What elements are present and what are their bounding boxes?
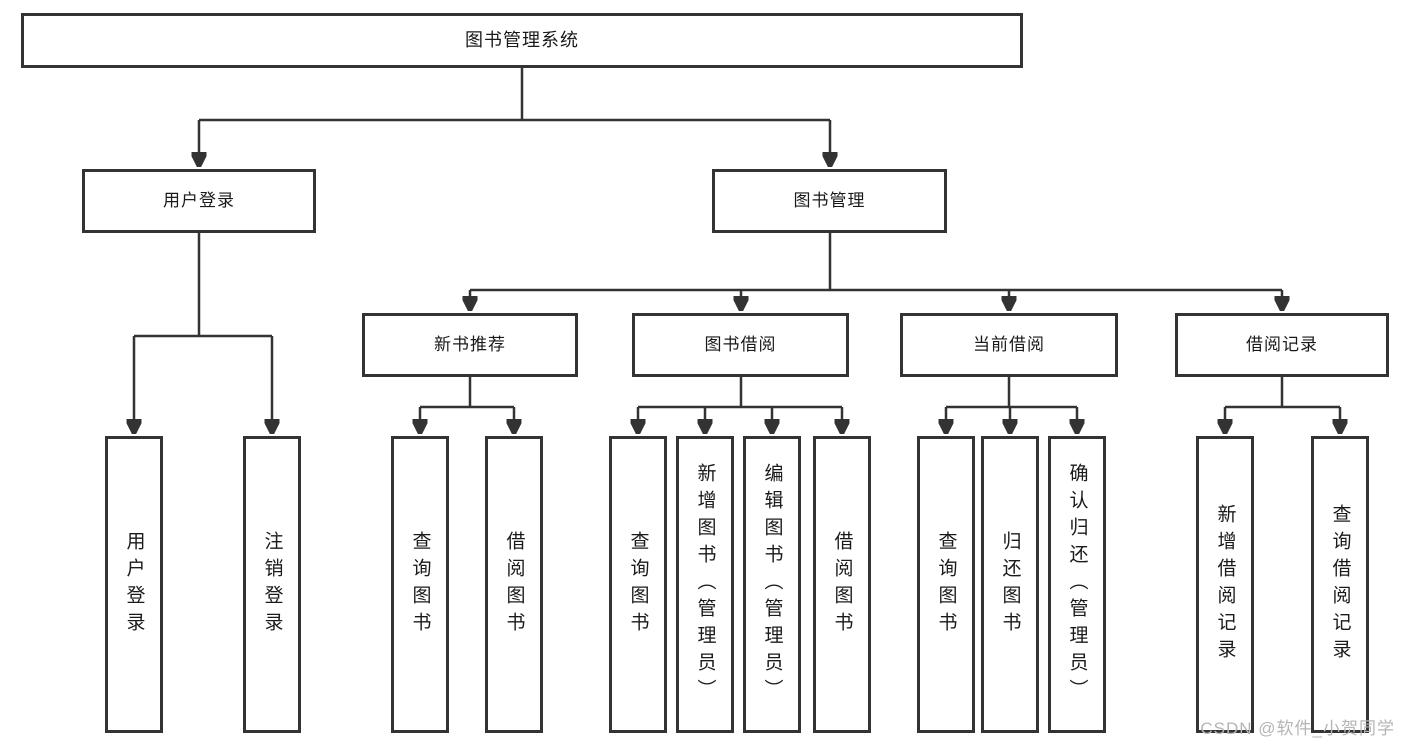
node-root-label: 图书管理系统	[465, 29, 579, 50]
node-leaf-cb-query-books: 查询图书	[917, 436, 975, 733]
node-leaf-logout: 注销登录	[243, 436, 301, 733]
node-root: 图书管理系统	[21, 13, 1023, 68]
csdn-watermark: CSDN @软件_小贺同学	[1200, 719, 1395, 738]
node-leaf-bb-edit-books-label: 编辑图书（管理员）	[761, 463, 783, 706]
node-leaf-bb-query-books-label: 查询图书	[627, 530, 649, 639]
node-leaf-logout-label: 注销登录	[261, 530, 283, 639]
node-leaf-user-login: 用户登录	[105, 436, 163, 733]
node-leaf-br-query-record: 查询借阅记录	[1311, 436, 1369, 733]
node-leaf-br-add-record-label: 新增借阅记录	[1214, 503, 1236, 666]
node-leaf-bb-add-books: 新增图书（管理员）	[676, 436, 734, 733]
node-leaf-br-query-record-label: 查询借阅记录	[1329, 503, 1351, 666]
node-leaf-bb-borrow-books: 借阅图书	[813, 436, 871, 733]
node-book-borrowing: 图书借阅	[632, 313, 849, 377]
node-leaf-user-login-label: 用户登录	[123, 530, 145, 639]
node-leaf-nbr-borrow-books: 借阅图书	[485, 436, 543, 733]
node-leaf-bb-query-books: 查询图书	[609, 436, 667, 733]
node-new-book-recommend-label: 新书推荐	[434, 334, 506, 354]
node-leaf-cb-confirm-return-label: 确认归还（管理员）	[1066, 463, 1088, 706]
node-borrowing-records: 借阅记录	[1175, 313, 1389, 377]
node-book-management: 图书管理	[712, 169, 947, 233]
node-book-management-label: 图书管理	[793, 190, 866, 210]
node-leaf-cb-return-books: 归还图书	[981, 436, 1039, 733]
node-leaf-nbr-query-books: 查询图书	[391, 436, 449, 733]
node-user-login-label: 用户登录	[163, 190, 235, 210]
node-leaf-bb-add-books-label: 新增图书（管理员）	[694, 463, 716, 706]
node-borrowing-records-label: 借阅记录	[1246, 334, 1318, 354]
node-leaf-bb-edit-books: 编辑图书（管理员）	[743, 436, 801, 733]
node-new-book-recommend: 新书推荐	[362, 313, 578, 377]
node-leaf-cb-confirm-return: 确认归还（管理员）	[1048, 436, 1106, 733]
node-leaf-cb-query-books-label: 查询图书	[935, 530, 957, 639]
node-user-login: 用户登录	[82, 169, 316, 233]
node-current-borrowing-label: 当前借阅	[973, 334, 1045, 354]
node-leaf-nbr-borrow-books-label: 借阅图书	[503, 530, 525, 639]
node-leaf-nbr-query-books-label: 查询图书	[409, 530, 431, 639]
node-leaf-br-add-record: 新增借阅记录	[1196, 436, 1254, 733]
node-leaf-cb-return-books-label: 归还图书	[999, 530, 1021, 639]
node-current-borrowing: 当前借阅	[900, 313, 1118, 377]
node-book-borrowing-label: 图书借阅	[704, 334, 777, 354]
node-leaf-bb-borrow-books-label: 借阅图书	[831, 530, 853, 639]
